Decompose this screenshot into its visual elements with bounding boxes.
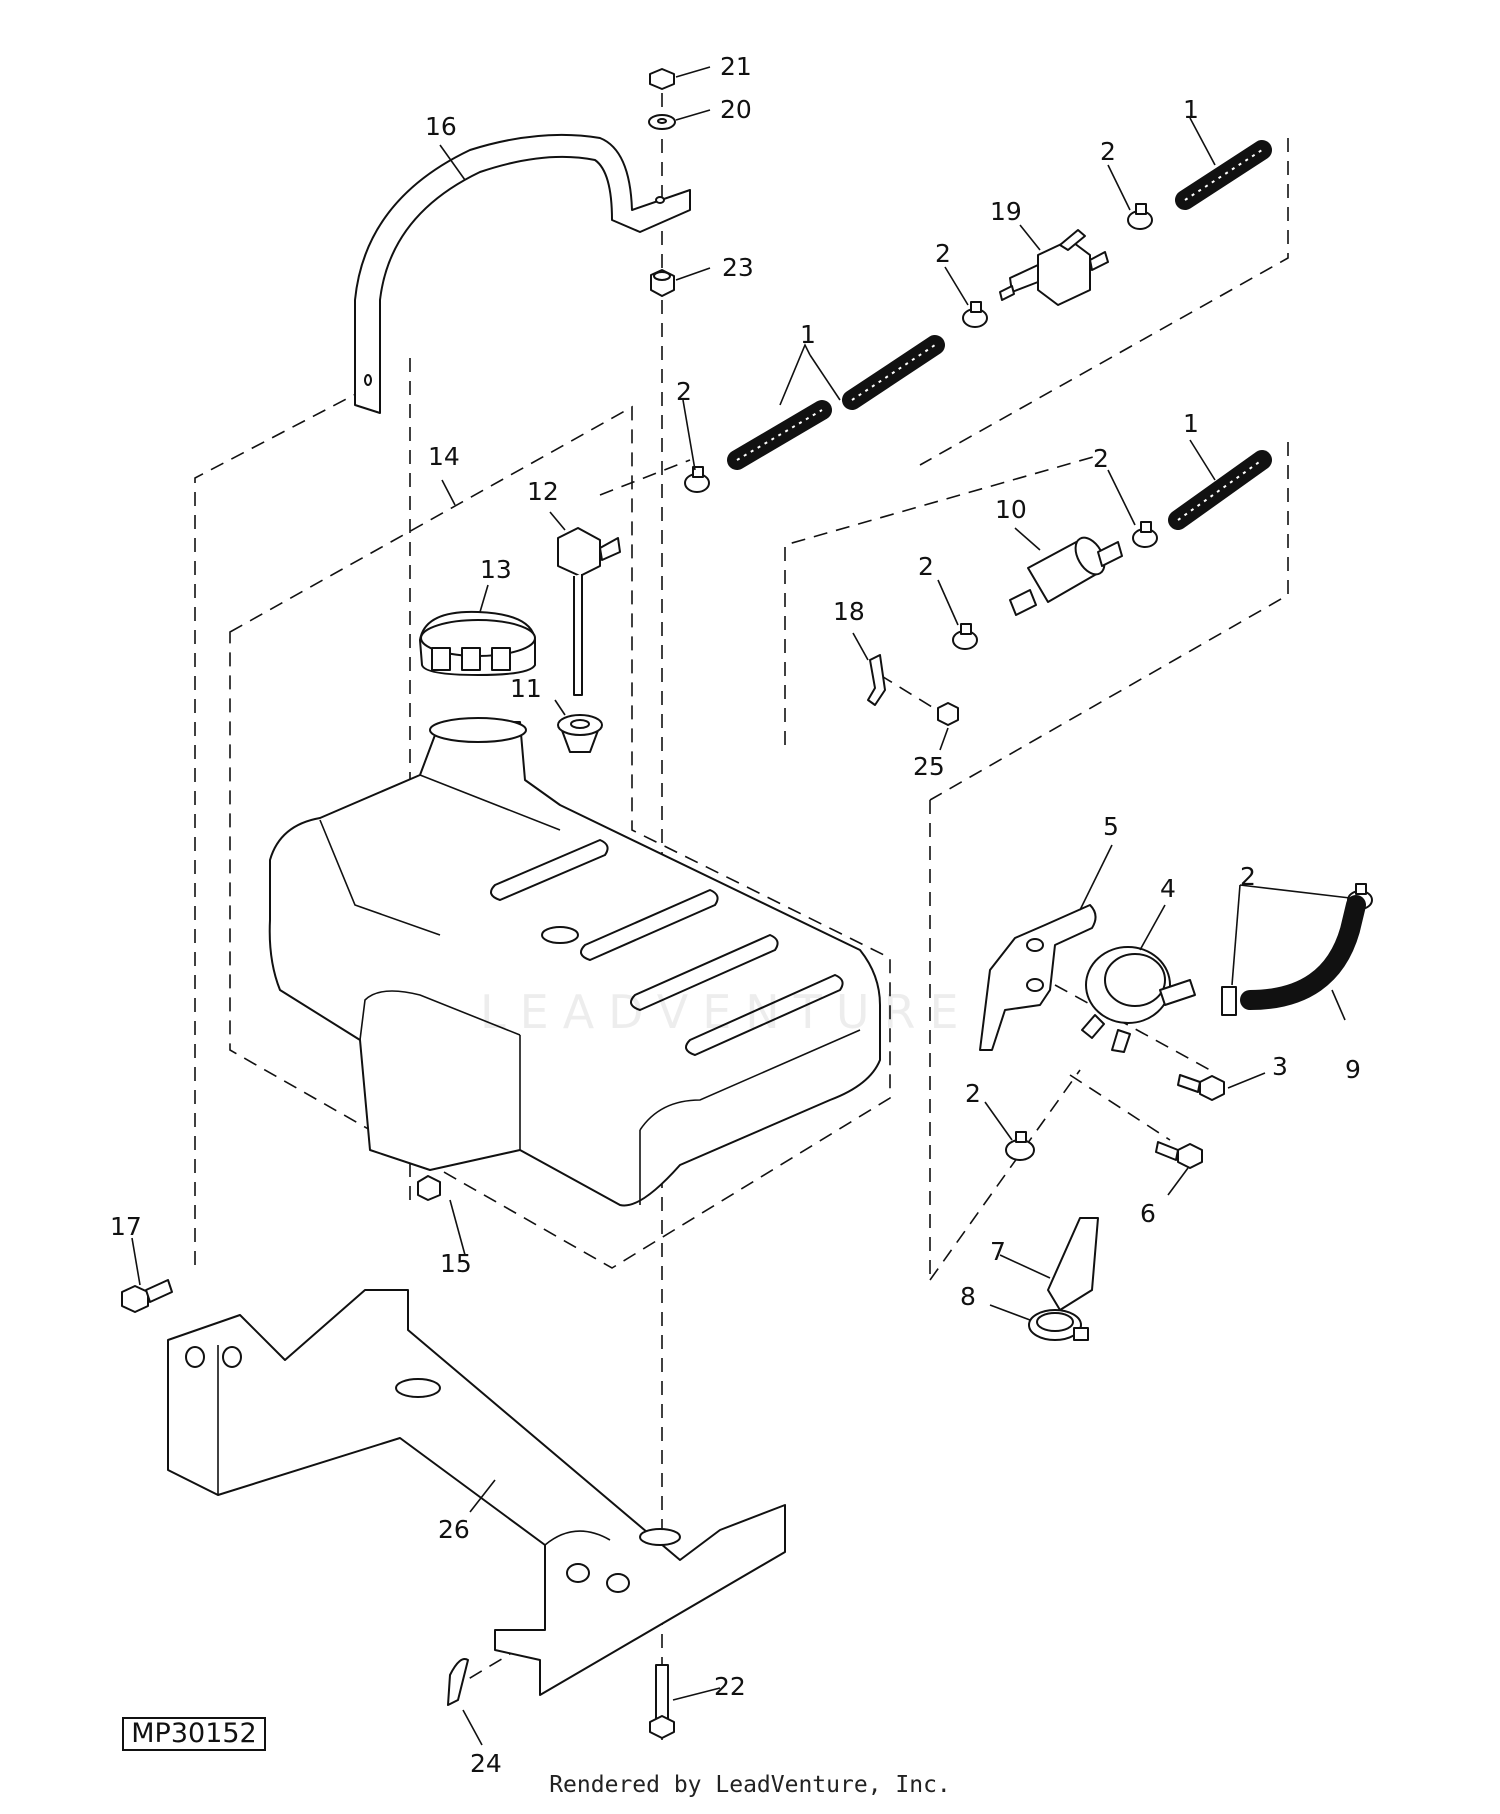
callout-labels: 21 20 23 16 1 2 19 2 1 2 14 12 13 11 1 2… (110, 52, 1361, 1778)
callout-20: 20 (720, 95, 752, 124)
callout-13: 13 (480, 555, 512, 584)
callout-19: 19 (990, 197, 1022, 226)
part-7-inlet-hose (1047, 1217, 1099, 1311)
part-16-tank-strap (354, 133, 691, 414)
callout-15: 15 (440, 1249, 472, 1278)
callout-2: 2 (1240, 862, 1256, 891)
part-13-fuel-cap (419, 610, 536, 676)
render-credit: Rendered by LeadVenture, Inc. (549, 1772, 951, 1798)
callout-24: 24 (470, 1749, 502, 1778)
callout-14: 14 (428, 442, 460, 471)
callout-1: 1 (1183, 409, 1199, 438)
callout-2: 2 (935, 239, 951, 268)
part-6-screw (1155, 1141, 1203, 1169)
callout-16: 16 (425, 112, 457, 141)
part-26-tank-support (167, 1289, 786, 1696)
callout-7: 7 (990, 1237, 1006, 1266)
part-5-pump-bracket (979, 904, 1097, 1051)
callout-23: 23 (722, 253, 754, 282)
part-24-cotter-pin (447, 1658, 469, 1706)
callout-2: 2 (918, 552, 934, 581)
part-15-nut (417, 1175, 441, 1201)
part-21-nut (649, 68, 675, 90)
part-1-fuel-hose-mid-b (842, 335, 945, 410)
part-9-outlet-hose (1240, 895, 1366, 1010)
callout-25: 25 (913, 752, 945, 781)
callout-2: 2 (1100, 137, 1116, 166)
callout-5: 5 (1103, 812, 1119, 841)
callout-10: 10 (995, 495, 1027, 524)
part-18-hose-clip (867, 654, 886, 706)
callout-26: 26 (438, 1515, 470, 1544)
dashed-assembly-lines (194, 70, 1289, 1740)
callout-2: 2 (1093, 444, 1109, 473)
part-19-shutoff-valve (999, 229, 1109, 306)
part-14-fuel-tank (268, 717, 881, 1207)
part-25-nut (937, 702, 959, 726)
callout-21: 21 (720, 52, 752, 81)
part-10-fuel-filter (1009, 536, 1123, 616)
part-11-grommet (557, 714, 603, 753)
part-1-fuel-hose-filter (1168, 450, 1272, 530)
callout-1: 1 (800, 320, 816, 349)
callout-9: 9 (1345, 1055, 1361, 1084)
leader-lines (131, 66, 1351, 1746)
part-22-bolt (649, 1664, 675, 1739)
part-3-screw (1177, 1074, 1225, 1101)
part-20-washer (648, 114, 676, 130)
part-23-nut (650, 269, 675, 297)
callout-17: 17 (110, 1212, 142, 1241)
part-8-clamp (1028, 1309, 1089, 1341)
callout-6: 6 (1140, 1199, 1156, 1228)
callout-22: 22 (714, 1672, 746, 1701)
callout-11: 11 (510, 674, 542, 703)
part-17-bolt (121, 1279, 173, 1313)
callout-2: 2 (965, 1079, 981, 1108)
callout-3: 3 (1272, 1052, 1288, 1081)
part-1-fuel-hose-upper (1175, 140, 1272, 210)
part-4-fuel-pump (1081, 946, 1196, 1053)
figure-code-label: MP30152 (122, 1717, 266, 1751)
callout-8: 8 (960, 1282, 976, 1311)
callout-2: 2 (676, 377, 692, 406)
part-12-fuel-pickup (557, 527, 621, 696)
watermark: LEADVENTURE (480, 985, 973, 1039)
callout-1: 1 (1183, 95, 1199, 124)
callout-12: 12 (527, 477, 559, 506)
part-1-fuel-hose-mid-a (727, 400, 832, 470)
callout-18: 18 (833, 597, 865, 626)
callout-4: 4 (1160, 874, 1176, 903)
